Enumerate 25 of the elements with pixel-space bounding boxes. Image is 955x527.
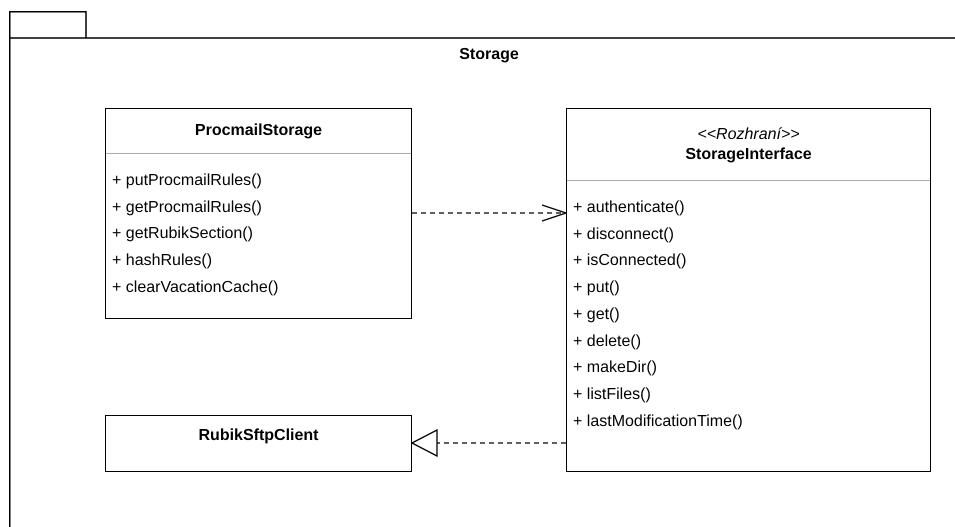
method-label: + getProcmailRules()	[112, 198, 263, 218]
method-label: + makeDir()	[573, 358, 658, 378]
class-box	[105, 415, 412, 472]
method-label: + disconnect()	[573, 224, 675, 245]
class-name: StorageInterface	[685, 144, 812, 164]
method-label: + put()	[573, 278, 621, 298]
method-label: + lastModificationTime()	[573, 412, 744, 432]
class-name: ProcmailStorage	[194, 121, 322, 141]
package-name: Storage	[459, 46, 519, 63]
method-label: + getRubikSection()	[112, 224, 254, 244]
class-box	[105, 108, 412, 319]
method-label: + putProcmailRules()	[112, 171, 263, 191]
class-box	[566, 108, 931, 472]
method-label: + isConnected()	[573, 251, 688, 272]
method-label: + listFiles()	[573, 384, 652, 405]
class-name: RubikSftpClient	[198, 426, 318, 446]
realization-arrow	[411, 429, 566, 457]
method-label: + delete()	[573, 332, 642, 352]
method-label: + hashRules()	[112, 251, 214, 272]
stereotype-label: <<Rozhraní>>	[697, 124, 800, 144]
method-label: + authenticate()	[573, 198, 686, 218]
method-label: + clearVacationCache()	[112, 278, 280, 298]
package-frame	[9, 11, 955, 527]
dependency-arrow	[412, 204, 567, 222]
method-label: + get()	[573, 304, 621, 325]
